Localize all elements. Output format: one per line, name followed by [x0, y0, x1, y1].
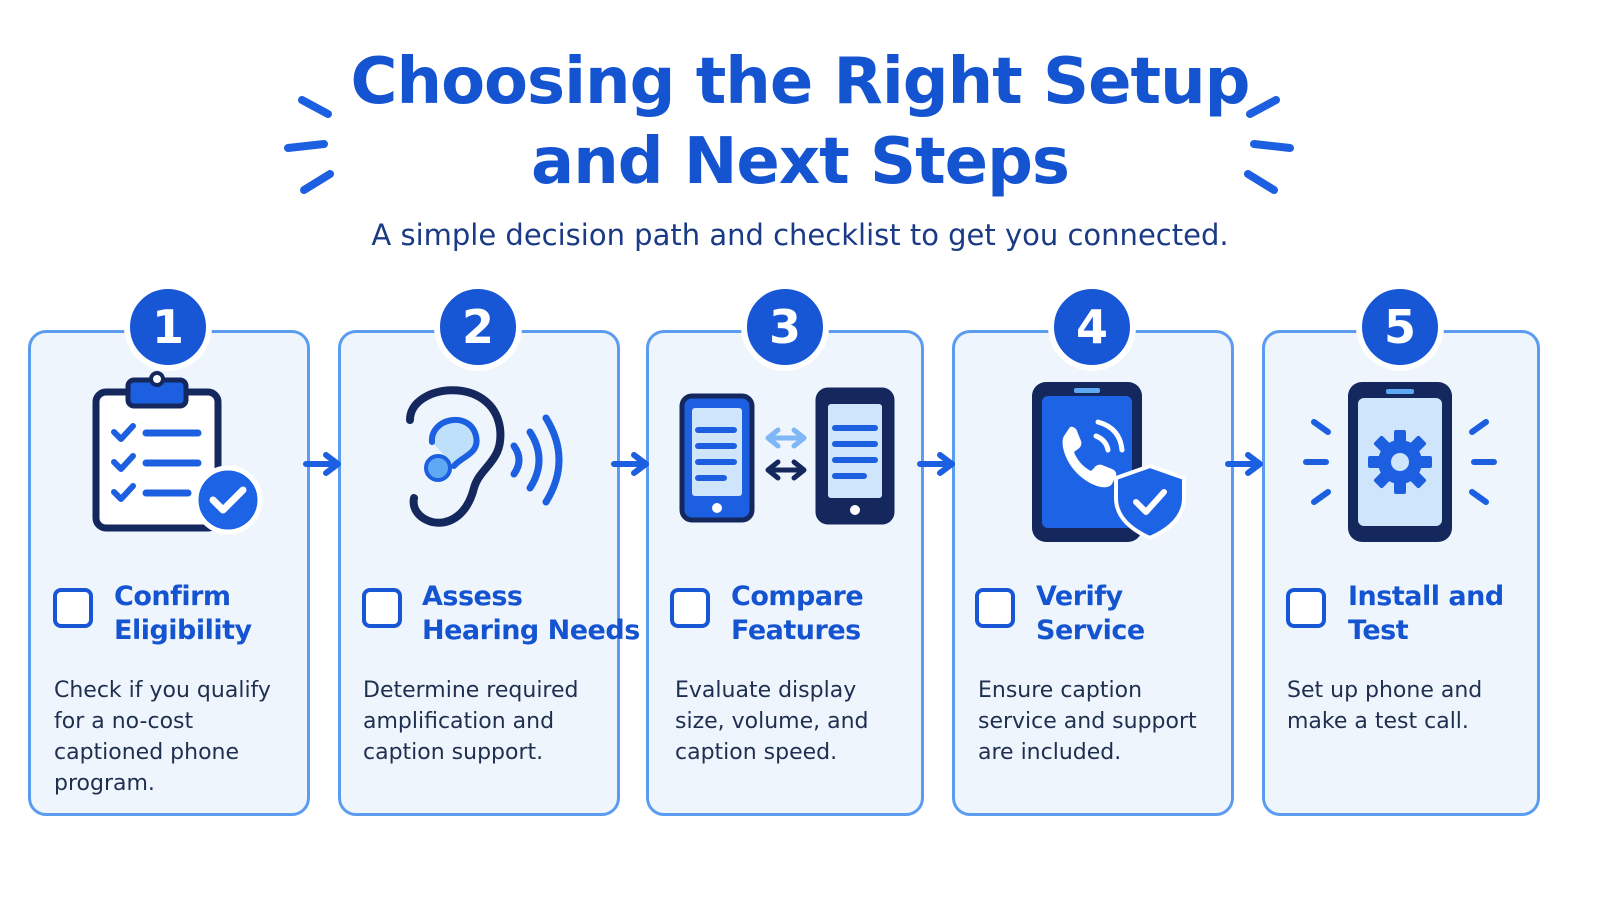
arrow-right-icon [303, 452, 341, 476]
step-1-title-line-2: Eligibility [114, 615, 252, 646]
right-sparkle-icon [1244, 96, 1294, 194]
step-number-badge-1: 1 [124, 283, 212, 371]
arrow-right-icon [611, 452, 649, 476]
step-4-title-line-1: Verify [1036, 581, 1123, 612]
step-2-title-line-1: Assess [422, 581, 523, 612]
step-1-title: Confirm Eligibility [114, 580, 252, 648]
step-4-title-line-2: Service [1036, 615, 1145, 646]
step-4-description: Ensure caption service and support are i… [978, 678, 1197, 765]
step-card-5 [1262, 330, 1540, 816]
compare-phones-icon [679, 387, 895, 525]
step-3-title: Compare Features [731, 580, 864, 648]
step-card-2 [338, 330, 620, 816]
title-line-1: Choosing the Right Setup [350, 45, 1251, 119]
step-3-description: Evaluate display size, volume, and capti… [675, 678, 869, 765]
step-card-4 [952, 330, 1234, 816]
step-3-title-line-2: Features [731, 615, 861, 646]
step-1-checkbox[interactable] [53, 588, 93, 628]
step-2-description: Determine required amplification and cap… [363, 678, 579, 765]
title-line-2: and Next Steps [531, 125, 1070, 199]
arrow-right-icon [1225, 452, 1263, 476]
phone-shield-icon [1032, 382, 1186, 542]
arrow-right-icon [917, 452, 955, 476]
step-5-checkbox[interactable] [1286, 588, 1326, 628]
step-number-badge-5: 5 [1356, 283, 1444, 371]
step-4-title: Verify Service [1036, 580, 1145, 648]
step-1-description: Check if you qualify for a no-cost capti… [54, 678, 271, 796]
step-2-checkbox[interactable] [362, 588, 402, 628]
clipboard-checklist-icon [92, 371, 263, 535]
step-1-title-line-1: Confirm [114, 581, 231, 612]
step-3-title-line-1: Compare [731, 581, 864, 612]
step-4-checkbox[interactable] [975, 588, 1015, 628]
step-5-description: Set up phone and make a test call. [1287, 678, 1483, 734]
step-number-badge-4: 4 [1048, 283, 1136, 371]
step-5-title-line-1: Install and [1348, 581, 1504, 612]
phone-gear-icon [1303, 382, 1497, 542]
page-title: Choosing the Right Setup and Next Steps [0, 42, 1600, 202]
page-subtitle: A simple decision path and checklist to … [371, 218, 1229, 252]
step-number-badge-2: 2 [434, 283, 522, 371]
ear-sound-icon [406, 386, 563, 527]
step-5-title-line-2: Test [1348, 615, 1409, 646]
step-3-checkbox[interactable] [670, 588, 710, 628]
step-2-title: Assess Hearing Needs [422, 580, 640, 648]
step-5-title: Install and Test [1348, 580, 1504, 648]
step-2-title-line-2: Hearing Needs [422, 615, 640, 646]
left-sparkle-icon [284, 96, 334, 194]
step-number-badge-3: 3 [741, 283, 829, 371]
